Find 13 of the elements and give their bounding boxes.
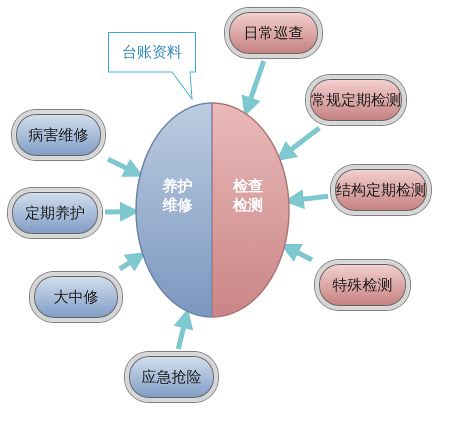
rounded-box: 特殊检测 [315, 260, 410, 310]
callout-text: 台账资料 [121, 42, 183, 62]
segment-label: 检查检测 [232, 177, 264, 215]
arrow [174, 308, 194, 350]
arrow [118, 252, 146, 272]
rounded-box: 定期养护 [8, 188, 102, 238]
segment-label: 养护维修 [162, 177, 194, 215]
rounded-box: 结构定期检测 [331, 165, 431, 215]
rounded-box: 大中修 [30, 272, 122, 322]
rounded-box: 日常巡查 [225, 8, 322, 58]
rounded-box: 应急抢险 [125, 352, 218, 402]
rounded-box: 病害维修 [12, 110, 105, 160]
rounded-box: 常规定期检测 [306, 75, 406, 125]
